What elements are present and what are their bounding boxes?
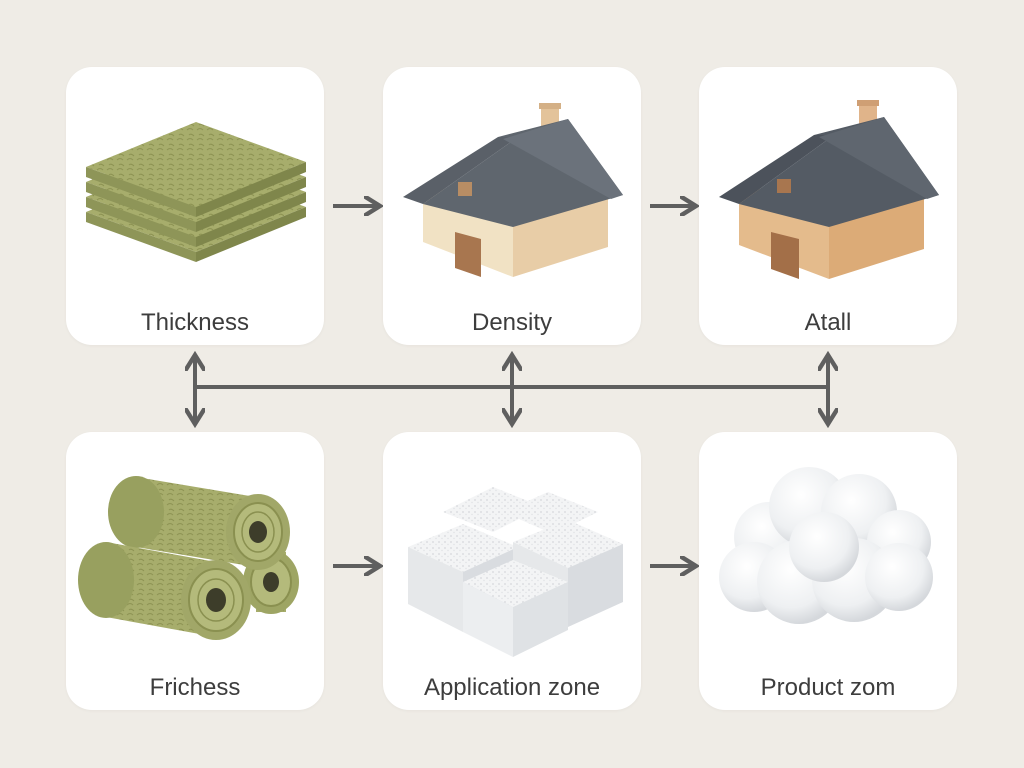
- card-label-application-zone: Application zone: [423, 674, 601, 701]
- card-label-atall: Atall: [804, 309, 852, 336]
- house-tan-icon: [719, 100, 939, 279]
- card-label-thickness: Thickness: [140, 309, 250, 336]
- insulation-rolls-icon: [78, 476, 299, 640]
- card-label-frichess: Frichess: [149, 674, 241, 701]
- card-label-product-zom: Product zom: [760, 674, 896, 701]
- card-atall: Atall: [699, 67, 957, 345]
- house-light-icon: [403, 103, 623, 277]
- card-density: Density: [383, 67, 641, 345]
- card-application-zone: Application zone: [383, 432, 641, 710]
- foam-blocks-icon: [408, 487, 623, 657]
- cotton-cloud-icon: [719, 467, 933, 624]
- card-product-zom: Product zom: [699, 432, 957, 710]
- card-thickness: Thickness: [66, 67, 324, 345]
- stacked-insulation-sheets-icon: [86, 122, 306, 262]
- card-label-density: Density: [471, 309, 553, 336]
- card-frichess: Frichess: [66, 432, 324, 710]
